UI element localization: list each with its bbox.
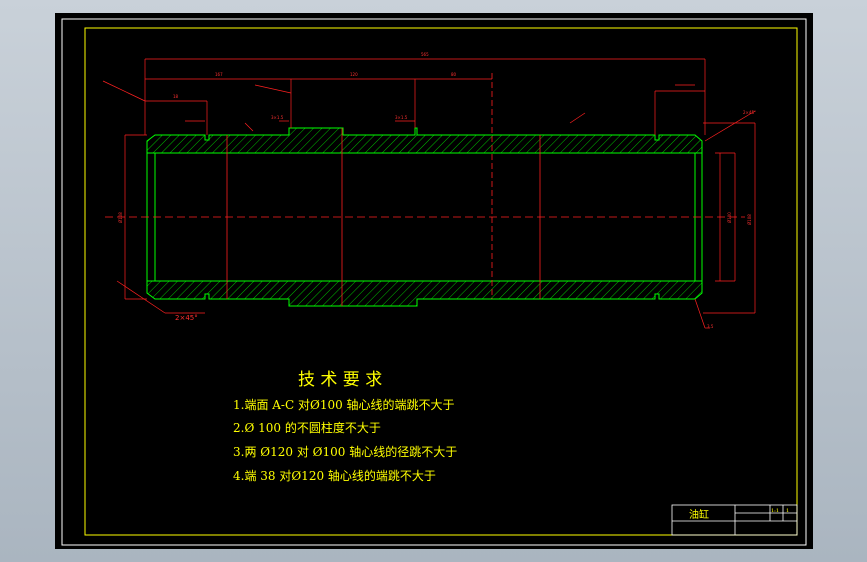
dim-diameter-right: Ø108 [747,214,752,225]
dim-chamfer-left: 2×45° [175,314,198,322]
title-block [671,504,798,536]
title-block-qty: 1 [786,508,789,514]
drawing-sheet: 565 167 120 80 18 3×1.5 3×1.5 2×45° 2×45… [55,13,813,549]
outer-frame [61,18,807,546]
inner-frame [84,27,798,536]
dim-diameter-left: Ø108 [118,212,123,223]
dim-segment-3: 80 [451,72,457,77]
tech-req-heading: 技 术 要 求 [298,370,382,390]
tech-req-item-2: 2.Ø 100 的不圆柱度不大于 [233,420,381,435]
dim-chamfer-right: 2×45° [743,110,756,115]
dim-groove-mid: 3×1.5 [395,115,408,120]
dim-overall: 565 [421,52,429,57]
upper-wall-section [146,127,703,154]
dim-offset-bottom: 3.5 [707,324,714,329]
top-dimensions [102,58,756,142]
tech-req-item-3: 3.两 Ø120 对 Ø100 轴心线的径跳不大于 [233,444,457,459]
dim-segment-4: 18 [173,94,179,99]
title-block-name: 油缸 [689,508,709,521]
tech-req-item-1: 1.端面 A-C 对Ø100 轴心线的端跳不大于 [233,397,455,412]
title-block-scale: 1:1 [771,508,779,514]
tech-req-item-4: 4.端 38 对Ø120 轴心线的端跳不大于 [233,468,436,483]
engineering-drawing: 565 167 120 80 18 3×1.5 3×1.5 2×45° 2×45… [61,18,807,546]
dim-segment-1: 167 [215,72,223,77]
dim-segment-2: 120 [350,72,358,77]
dim-diameter-inner: Ø100 [727,212,732,223]
side-dimensions [116,122,756,329]
dim-groove-left: 3×1.5 [271,115,284,120]
lower-wall-section [146,280,703,307]
